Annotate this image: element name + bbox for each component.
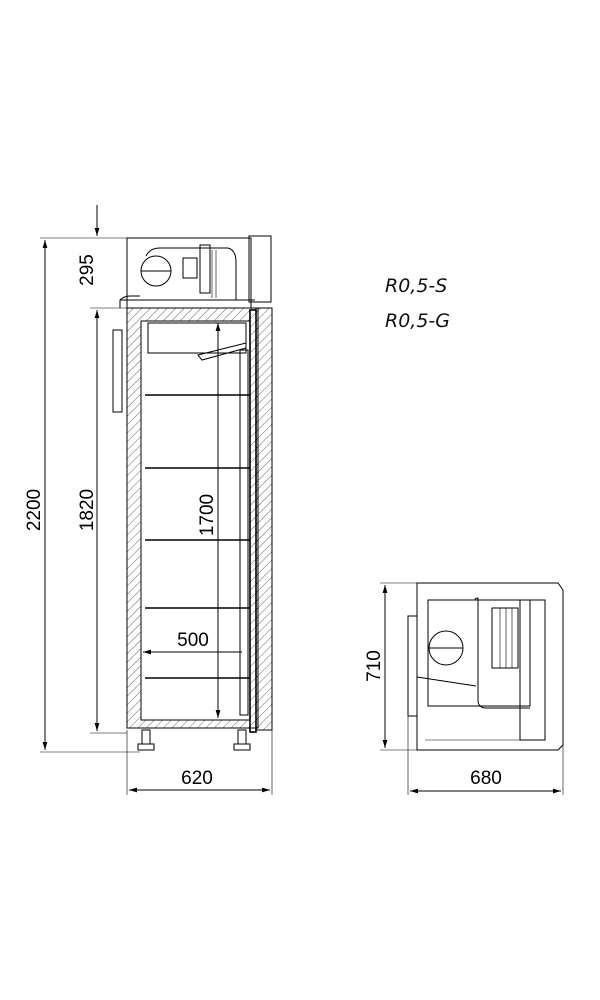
dimensions [40,205,273,795]
model-label: R0,5-S [385,275,447,297]
dimension-top-depth: 710 [364,650,385,682]
cabinet-body [112,307,273,751]
leg [141,729,151,745]
side-view: 2200 1820 295 1700 500 620 [24,205,273,795]
dimension-interior-depth: 500 [177,630,209,651]
shelves [145,394,250,679]
dimension-body-height: 1820 [77,489,98,531]
dimension-top-width: 680 [470,768,502,789]
top-view: 710 680 [364,582,564,795]
leg [237,729,247,745]
model-label: R0,5-G [385,310,450,332]
dimension-depth: 620 [181,768,213,789]
dimension-interior-height: 1700 [197,494,218,536]
condensing-unit [119,235,272,309]
dimensions [380,582,564,795]
dimension-overall-height: 2200 [24,489,45,531]
dimension-unit-height: 295 [77,254,98,286]
